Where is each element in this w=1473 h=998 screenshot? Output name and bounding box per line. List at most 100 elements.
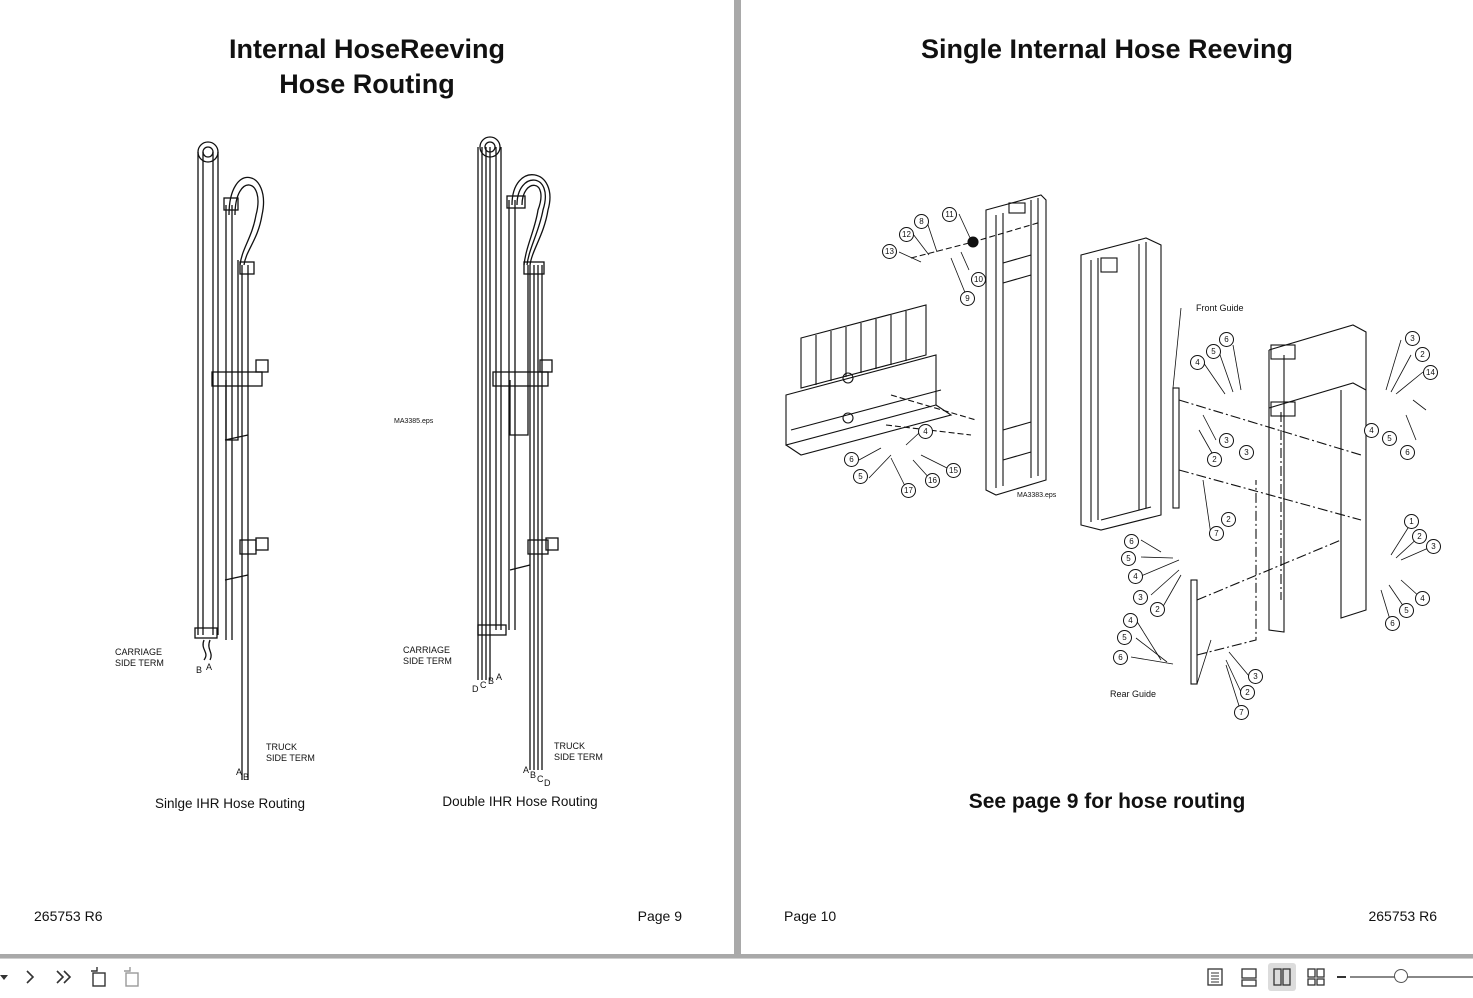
callout-1: 1 — [1404, 514, 1419, 529]
single-truck-letter-a: A — [236, 767, 242, 777]
right-page-title: Single Internal Hose Reeving — [920, 34, 1294, 64]
callout-12: 12 — [899, 227, 914, 242]
double-carriage-letter-b: B — [488, 676, 494, 686]
callout-6: 6 — [1219, 332, 1234, 347]
callout-6: 6 — [1124, 534, 1139, 549]
callout-5: 5 — [1206, 344, 1221, 359]
last-page-icon[interactable] — [50, 963, 78, 991]
left-footer-doc-number: 265753 R6 — [34, 908, 103, 924]
callout-4: 4 — [1190, 355, 1205, 370]
outer-mast-rail — [985, 194, 1047, 496]
double-truck-letter-c: C — [537, 774, 544, 784]
single-carriage-letter-a: A — [206, 662, 212, 672]
single-truck-label-2: SIDE TERM — [266, 753, 315, 763]
zoom-slider-thumb[interactable] — [1394, 969, 1408, 983]
callout-5: 5 — [1399, 603, 1414, 618]
callout-3: 3 — [1239, 445, 1254, 460]
single-ihr-caption: Sinlge IHR Hose Routing — [154, 796, 306, 811]
callout-14: 14 — [1423, 365, 1438, 380]
callout-3: 3 — [1133, 590, 1148, 605]
callout-11: 11 — [942, 207, 957, 222]
double-carriage-label-2: SIDE TERM — [403, 656, 452, 666]
callout-10: 10 — [971, 272, 986, 287]
callout-2: 2 — [1150, 602, 1165, 617]
exploded-parts-drawing — [785, 194, 1434, 713]
single-ihr-mast — [194, 141, 269, 780]
inner-mast-rail — [1080, 237, 1162, 531]
two-page-view-icon[interactable] — [1268, 963, 1296, 991]
double-carriage-letter-a: A — [496, 672, 502, 682]
rear-guide — [1190, 480, 1342, 685]
left-figure-id: MA3385.eps — [394, 418, 434, 425]
viewer-toolbar — [0, 958, 1473, 998]
callout-9: 9 — [960, 291, 975, 306]
callout-13: 13 — [882, 244, 897, 259]
callout-4: 4 — [918, 424, 933, 439]
callout-5: 5 — [1382, 431, 1397, 446]
front-guide — [1172, 387, 1362, 521]
double-carriage-letter-d: D — [472, 684, 479, 694]
right-footer-doc-number: 265753 R6 — [1368, 908, 1437, 924]
callout-5: 5 — [1121, 551, 1136, 566]
rear-guide-label: Rear Guide — [1110, 689, 1157, 699]
hose-routing-drawing: CARRIAGE SIDE TERM B A TRUCK SIDE TERM A… — [115, 136, 603, 788]
carriage-assembly — [785, 304, 977, 456]
rotate-alt-icon[interactable] — [118, 963, 146, 991]
dropdown-arrow-icon[interactable] — [0, 963, 18, 991]
single-carriage-label-1: CARRIAGE — [115, 647, 162, 657]
left-page-title-line2: Hose Routing — [279, 69, 455, 99]
double-truck-letter-d: D — [544, 778, 551, 788]
zoom-out-icon[interactable] — [1337, 976, 1346, 978]
callout-3: 3 — [1426, 539, 1441, 554]
zoom-slider[interactable] — [1350, 976, 1473, 978]
double-carriage-letter-c: C — [480, 680, 487, 690]
double-carriage-label-1: CARRIAGE — [403, 645, 450, 655]
callout-7: 7 — [1209, 526, 1224, 541]
double-ihr-mast — [477, 136, 559, 770]
right-figure-id: MA3383.eps — [1017, 492, 1057, 499]
callout-4: 4 — [1415, 591, 1430, 606]
callout-17: 17 — [901, 483, 916, 498]
single-truck-label-1: TRUCK — [266, 742, 297, 752]
callout-6: 6 — [1385, 616, 1400, 631]
double-truck-letter-b: B — [530, 770, 536, 780]
right-page: Single Internal Hose Reeving — [741, 0, 1473, 954]
callout-6: 6 — [844, 452, 859, 467]
callout-3: 3 — [1405, 331, 1420, 346]
front-guide-label: Front Guide — [1196, 303, 1244, 313]
right-footer-page-number: Page 10 — [784, 908, 837, 924]
callout-2: 2 — [1207, 452, 1222, 467]
callout-6: 6 — [1113, 650, 1128, 665]
double-ihr-caption: Double IHR Hose Routing — [442, 794, 598, 809]
callout-5: 5 — [1117, 630, 1132, 645]
callout-2: 2 — [1415, 347, 1430, 362]
callout-7: 7 — [1234, 705, 1249, 720]
two-page-continuous-icon[interactable] — [1302, 963, 1330, 991]
continuous-view-icon[interactable] — [1235, 963, 1263, 991]
callout-6: 6 — [1400, 445, 1415, 460]
next-page-icon[interactable] — [16, 963, 44, 991]
callout-4: 4 — [1364, 423, 1379, 438]
double-truck-letter-a: A — [523, 765, 529, 775]
callout-3: 3 — [1219, 433, 1234, 448]
double-truck-label-1: TRUCK — [554, 741, 585, 751]
callout-3: 3 — [1248, 669, 1263, 684]
callout-2: 2 — [1240, 685, 1255, 700]
outer-upright — [1268, 324, 1367, 633]
single-carriage-letter-b: B — [196, 665, 202, 675]
see-page-note: See page 9 for hose routing — [968, 790, 1246, 813]
left-page-title-line1: Internal HoseReeving — [228, 34, 506, 64]
rotate-icon[interactable] — [85, 963, 113, 991]
callout-2: 2 — [1412, 529, 1427, 544]
single-carriage-label-2: SIDE TERM — [115, 658, 164, 668]
single-page-view-icon[interactable] — [1201, 963, 1229, 991]
callout-5: 5 — [853, 469, 868, 484]
callout-16: 16 — [925, 473, 940, 488]
callout-4: 4 — [1128, 569, 1143, 584]
left-footer-page-number: Page 9 — [637, 908, 682, 924]
left-page: Internal HoseReeving Hose Routing CARRIA… — [0, 0, 734, 954]
callout-15: 15 — [946, 463, 961, 478]
callout-4: 4 — [1123, 613, 1138, 628]
single-truck-letter-b: B — [243, 772, 249, 782]
